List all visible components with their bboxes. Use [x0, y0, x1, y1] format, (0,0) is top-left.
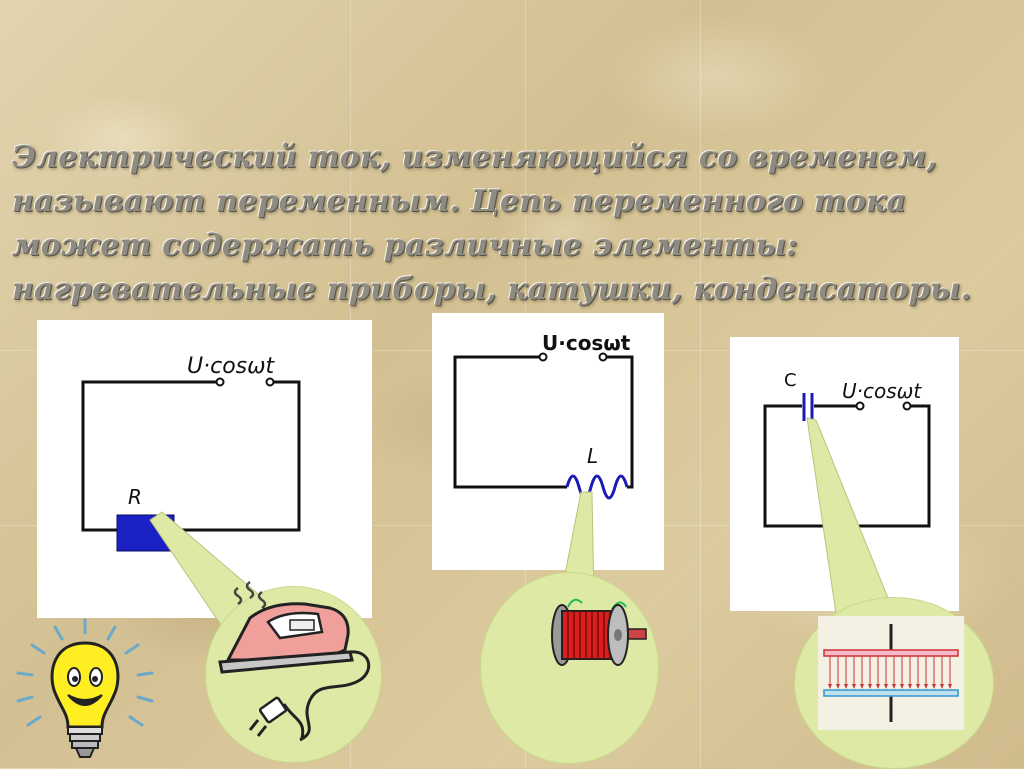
inductor-symbol: [565, 474, 629, 500]
resistor-source-label: U·cosωt: [187, 354, 275, 379]
electric-iron-icon: [218, 580, 371, 742]
resistor-label: R: [128, 485, 142, 509]
coil-spool-icon: [551, 598, 647, 666]
heading-line: называют переменным. Цепь переменного то…: [12, 184, 907, 219]
heading-line: нагревательные приборы, катушки, конденс…: [12, 272, 972, 307]
capacitor-label: C: [784, 370, 797, 391]
capacitor-symbol: [802, 393, 814, 421]
coil-circuit-diagram: [453, 352, 634, 500]
capacitor-source-label: U·cosωt: [842, 379, 922, 403]
capacitor-field-icon: [818, 616, 964, 730]
light-bulb-icon: [16, 618, 154, 758]
heading-line: Электрический ток, изменяющийся со време…: [12, 140, 938, 175]
heading-text: Электрический ток, изменяющийся со време…: [12, 136, 1012, 312]
coil-label: L: [587, 444, 599, 468]
coil-source-label: U·cosωt: [542, 331, 631, 355]
heading-line: может содержать различные элементы:: [12, 228, 798, 263]
